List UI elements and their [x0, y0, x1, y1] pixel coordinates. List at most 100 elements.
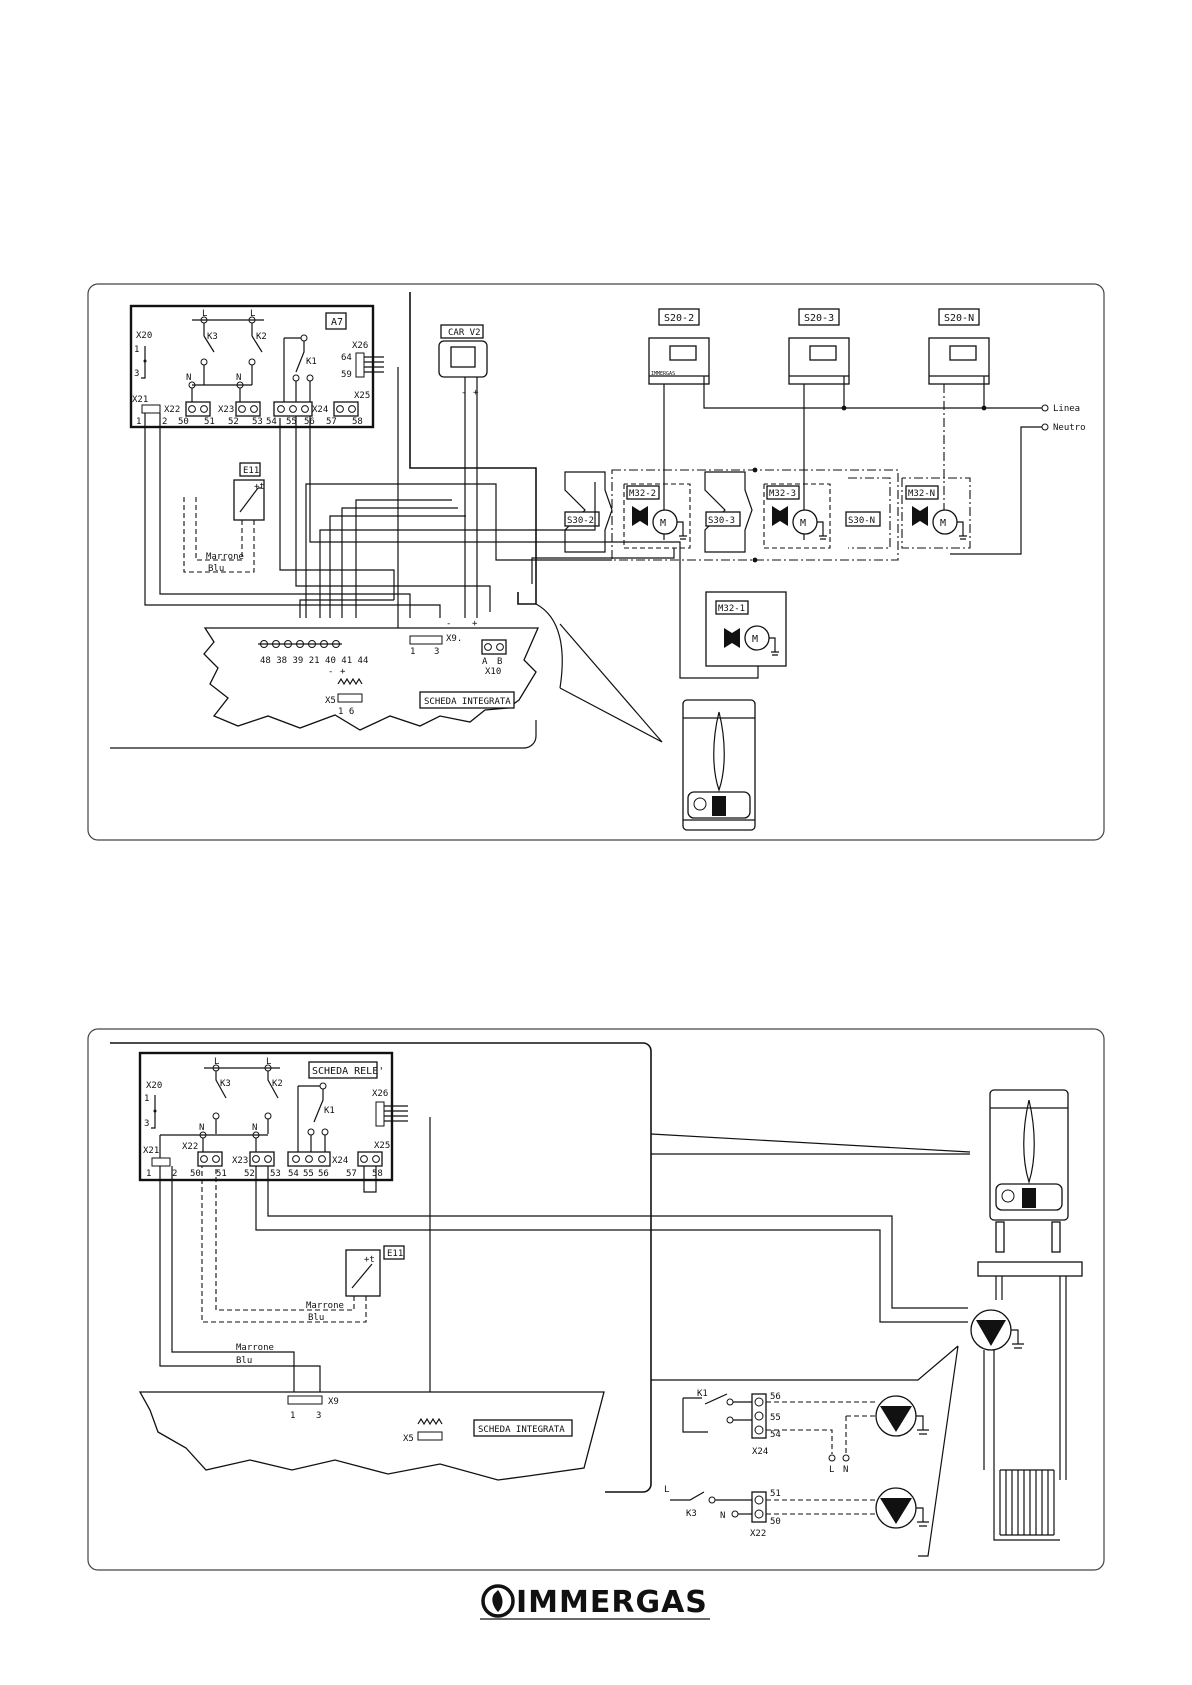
svg-text:Blu: Blu	[208, 564, 224, 574]
svg-text:1: 1	[136, 417, 141, 427]
svg-text:L: L	[664, 1485, 669, 1495]
svg-text:54: 54	[288, 1169, 299, 1179]
svg-text:A: A	[482, 657, 488, 667]
svg-text:54: 54	[770, 1430, 781, 1440]
svg-text:1: 1	[410, 647, 415, 657]
svg-text:X21: X21	[132, 395, 148, 405]
radiator	[993, 1469, 1060, 1541]
svg-text:S20-N: S20-N	[944, 313, 974, 324]
svg-text:E11: E11	[387, 1249, 403, 1259]
svg-text:+t: +t	[364, 1255, 375, 1265]
svg-text:N: N	[252, 1123, 257, 1133]
svg-text:X9: X9	[328, 1397, 339, 1407]
svg-text:N: N	[199, 1123, 204, 1133]
svg-text:K1: K1	[306, 357, 317, 367]
svg-text:B: B	[497, 657, 502, 667]
svg-text:SCHEDA RELE': SCHEDA RELE'	[312, 1066, 384, 1077]
svg-text:M32-2: M32-2	[629, 489, 656, 499]
svg-text:K1: K1	[697, 1389, 708, 1399]
svg-text:M32-1: M32-1	[718, 604, 745, 614]
svg-text:M: M	[940, 518, 946, 529]
svg-text:56: 56	[770, 1392, 781, 1402]
svg-text:58: 58	[372, 1169, 383, 1179]
svg-text:56: 56	[318, 1169, 329, 1179]
svg-text:X24: X24	[332, 1156, 348, 1166]
diagram-1: A7 L L K3 K2 N N K1 X20 1 3 X21 X22 X23	[87, 283, 1105, 841]
svg-text:X24: X24	[312, 405, 328, 415]
svg-text:+: +	[473, 388, 479, 398]
svg-text:E11: E11	[243, 466, 259, 476]
svg-text:55: 55	[303, 1169, 314, 1179]
svg-text:1: 1	[134, 345, 139, 355]
svg-text:S30-2: S30-2	[567, 516, 594, 526]
immergas-logo: IMMERGAS	[480, 1584, 710, 1620]
svg-text:S20-3: S20-3	[804, 313, 834, 324]
svg-text:K2: K2	[272, 1079, 283, 1089]
svg-text:K2: K2	[256, 332, 267, 342]
svg-text:51: 51	[770, 1489, 781, 1499]
diagram-2: SCHEDA RELE' L L K3 K2 N N K1 X20 1 3 X2…	[87, 1028, 1105, 1571]
svg-text:+: +	[340, 667, 346, 677]
svg-text:L: L	[202, 309, 207, 319]
svg-text:N: N	[720, 1511, 725, 1521]
svg-text:X10: X10	[485, 667, 501, 677]
svg-text:55: 55	[770, 1413, 781, 1423]
svg-text:SCHEDA INTEGRATA: SCHEDA INTEGRATA	[478, 1425, 565, 1435]
svg-text:M32-N: M32-N	[908, 489, 935, 499]
svg-text:X20: X20	[146, 1081, 162, 1091]
svg-text:-: -	[328, 667, 333, 677]
svg-text:L: L	[214, 1057, 219, 1067]
svg-text:3: 3	[134, 369, 139, 379]
room-thermostats-s20: S20-2 IMMERGAS S20-3 S20-N Linea Neutro	[648, 308, 1086, 555]
svg-text:53: 53	[252, 417, 263, 427]
integrated-board-2: X9 1 3 X5 SCHEDA INTEGRATA	[138, 1391, 605, 1481]
svg-text:K3: K3	[207, 332, 218, 342]
svg-text:X25: X25	[374, 1141, 390, 1151]
svg-text:58: 58	[352, 417, 363, 427]
svg-text:X23: X23	[232, 1156, 248, 1166]
remote-control-car-v2: CAR V2 - +	[438, 324, 488, 618]
svg-text:Marrone: Marrone	[236, 1343, 274, 1353]
svg-text:X22: X22	[750, 1529, 766, 1539]
svg-text:X26: X26	[352, 341, 368, 351]
svg-text:X25: X25	[354, 391, 370, 401]
svg-text:51: 51	[204, 417, 215, 427]
svg-text:S20-2: S20-2	[664, 313, 694, 324]
svg-text:57: 57	[346, 1169, 357, 1179]
svg-text:57: 57	[326, 417, 337, 427]
svg-text:51: 51	[216, 1169, 227, 1179]
svg-text:Marrone: Marrone	[206, 552, 244, 562]
svg-text:64: 64	[341, 353, 352, 363]
svg-text:1: 1	[146, 1169, 151, 1179]
svg-text:X21: X21	[143, 1146, 159, 1156]
svg-text:K3: K3	[220, 1079, 231, 1089]
svg-text:SCHEDA INTEGRATA: SCHEDA INTEGRATA	[424, 697, 511, 707]
svg-text:1: 1	[290, 1411, 295, 1421]
svg-text:M32-3: M32-3	[769, 489, 796, 499]
logo-text: IMMERGAS	[516, 1585, 708, 1620]
svg-text:Neutro: Neutro	[1053, 423, 1086, 433]
svg-text:X24: X24	[752, 1447, 768, 1457]
svg-text:+t: +t	[254, 482, 265, 492]
svg-text:N: N	[236, 373, 241, 383]
svg-text:Blu: Blu	[236, 1356, 252, 1366]
svg-text:IMMERGAS: IMMERGAS	[651, 371, 675, 377]
svg-text:Marrone: Marrone	[306, 1301, 344, 1311]
svg-text:52: 52	[228, 417, 239, 427]
terminal-strip-48-44: 48 38 39 21 40 41 44 - +	[258, 640, 368, 677]
svg-text:X20: X20	[136, 331, 152, 341]
svg-text:54: 54	[266, 417, 277, 427]
svg-text:-: -	[446, 619, 451, 629]
svg-text:X9.: X9.	[446, 634, 462, 644]
svg-text:S30-3: S30-3	[708, 516, 735, 526]
svg-text:X5: X5	[325, 696, 336, 706]
svg-text:M: M	[660, 518, 666, 529]
svg-text:M: M	[752, 634, 758, 645]
pump-detail: K1 56 55 54 X24 L N L K3 N 51 50 X22	[651, 1345, 959, 1557]
svg-text:50: 50	[178, 417, 189, 427]
svg-text:X22: X22	[182, 1142, 198, 1152]
svg-text:X22: X22	[164, 405, 180, 415]
svg-text:N: N	[186, 373, 191, 383]
svg-text:N: N	[843, 1465, 848, 1475]
